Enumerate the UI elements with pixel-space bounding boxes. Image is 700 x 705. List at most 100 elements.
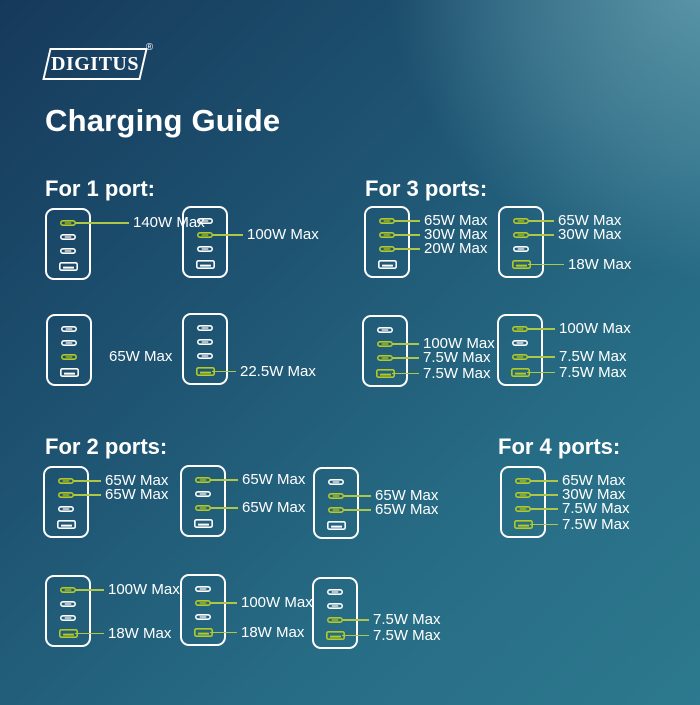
section-heading: For 4 ports: <box>498 434 621 459</box>
charger-outline <box>182 313 228 385</box>
callout-line <box>530 480 558 482</box>
usb-c-port-icon <box>58 506 74 512</box>
usb-c-port-icon-highlighted <box>513 232 529 238</box>
callout-line <box>210 479 238 481</box>
callout-line <box>212 234 243 236</box>
charger-outline <box>43 466 89 538</box>
usb-c-port-icon-highlighted <box>377 355 393 361</box>
callout-line <box>394 234 420 236</box>
registered-trademark-symbol: ® <box>145 42 153 53</box>
port-power-label: 7.5W Max <box>562 515 630 533</box>
port-power-label: 65W Max <box>242 471 306 489</box>
port-power-label: 22.5W Max <box>240 362 316 380</box>
usb-c-port-icon <box>513 246 529 252</box>
usb-c-port-icon-highlighted <box>327 617 343 623</box>
section-heading: For 3 ports: <box>365 176 488 201</box>
port-power-label: 7.5W Max <box>562 500 630 518</box>
port-power-label: 7.5W Max <box>423 349 491 367</box>
port-power-label: 140W Max <box>133 214 205 232</box>
usb-a-port-icon <box>193 519 213 528</box>
usb-a-port-icon <box>56 520 76 529</box>
callout-line <box>212 370 236 373</box>
section-heading: For 2 ports: <box>45 434 168 459</box>
port-power-label: 65W Max <box>375 487 439 505</box>
charger-diagram: 140W Max <box>45 208 205 280</box>
port-power-label: 100W Max <box>247 226 319 244</box>
charger-outline <box>362 315 408 387</box>
charger-diagram: 100W Max <box>182 206 319 278</box>
usb-c-port-icon-highlighted <box>328 493 344 499</box>
usb-c-port-icon <box>327 603 343 609</box>
usb-c-port-icon-highlighted <box>60 587 76 593</box>
port-power-label: 100W Max <box>559 320 631 338</box>
usb-c-port-icon-highlighted <box>379 232 395 238</box>
usb-c-port-icon <box>195 614 211 620</box>
usb-c-port-icon-highlighted <box>195 505 211 511</box>
usb-c-port-icon <box>197 246 213 252</box>
port-power-label: 7.5W Max <box>423 364 491 382</box>
usb-c-port-icon-highlighted <box>379 246 395 252</box>
callout-line <box>343 495 371 497</box>
callout-line <box>394 220 420 222</box>
usb-c-port-icon <box>60 248 76 254</box>
usb-c-port-icon-highlighted <box>513 218 529 224</box>
charger-outline <box>180 574 226 646</box>
port-power-label: 30W Max <box>562 486 626 504</box>
usb-c-port-icon <box>197 353 213 359</box>
callout-line <box>527 371 555 374</box>
port-power-label: 18W Max <box>108 624 172 642</box>
usb-c-port-icon <box>327 589 343 595</box>
usb-c-port-icon <box>377 327 393 333</box>
usb-c-port-icon-highlighted <box>515 506 531 512</box>
usb-c-port-icon-highlighted <box>61 354 77 360</box>
port-power-label: 20W Max <box>424 240 488 258</box>
usb-c-port-icon-highlighted <box>328 507 344 513</box>
usb-a-port-icon <box>58 262 78 271</box>
callout-line <box>392 372 419 375</box>
callout-line <box>75 632 104 635</box>
usb-c-port-icon <box>195 491 211 497</box>
port-power-label: 65W Max <box>375 501 439 519</box>
port-power-label: 65W Max <box>242 499 306 517</box>
usb-c-port-icon-highlighted <box>195 600 211 606</box>
port-power-label: 100W Max <box>108 581 180 599</box>
callout-line <box>75 222 129 224</box>
port-power-label: 7.5W Max <box>373 626 441 644</box>
charger-outline <box>313 467 359 539</box>
callout-line <box>73 494 101 496</box>
callout-line <box>210 602 237 604</box>
port-power-label: 100W Max <box>423 335 495 353</box>
port-power-label: 7.5W Max <box>373 611 441 629</box>
usb-c-port-icon-highlighted <box>60 220 76 226</box>
usb-c-port-icon-highlighted <box>515 492 531 498</box>
usb-c-port-icon <box>512 340 528 346</box>
charger-outline <box>312 577 358 649</box>
port-power-label: 100W Max <box>241 594 313 612</box>
usb-c-port-icon <box>60 234 76 240</box>
port-power-label: 65W Max <box>562 472 626 490</box>
port-power-label: 65W Max <box>105 472 169 490</box>
callout-line <box>530 508 558 510</box>
charger-outline <box>500 466 546 538</box>
callout-line <box>210 631 237 634</box>
usb-c-port-icon <box>197 325 213 331</box>
usb-c-port-icon <box>60 615 76 621</box>
charger-diagram: 65W Max 65W Max <box>180 465 305 537</box>
callout-line <box>73 480 101 482</box>
charger-outline <box>364 206 410 278</box>
page-title: Charging Guide <box>45 103 281 138</box>
callout-line <box>75 589 104 591</box>
callout-line <box>342 619 369 621</box>
callout-line <box>530 523 558 526</box>
charger-diagram: 100W Max 18W Max <box>45 575 180 647</box>
port-power-label: 65W Max <box>109 348 173 366</box>
charger-outline <box>180 465 226 537</box>
usb-c-port-icon-highlighted <box>58 492 74 498</box>
callout-line <box>394 248 420 250</box>
